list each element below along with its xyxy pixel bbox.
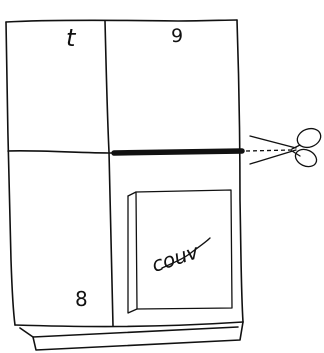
page-number-top-right: 9 xyxy=(171,25,183,47)
cut-line xyxy=(114,151,242,153)
cover-label: couv xyxy=(149,239,203,277)
scissors-icon xyxy=(250,125,323,169)
sheet-outline xyxy=(6,20,243,327)
cut-line-dashed-extension xyxy=(246,150,292,151)
fold-lines xyxy=(8,21,113,326)
page-number-top-left: t xyxy=(66,24,77,52)
page-number-bottom-left: 8 xyxy=(75,287,88,311)
